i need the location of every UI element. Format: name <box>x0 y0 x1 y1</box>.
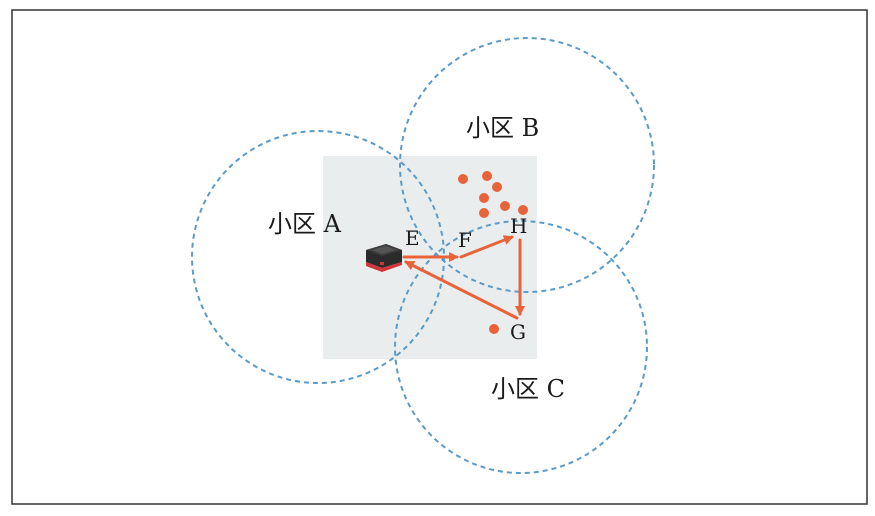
point-h-label: H <box>510 214 527 238</box>
dot <box>458 174 468 184</box>
dot <box>479 208 489 218</box>
cell-c-label: 小区 C <box>491 375 565 403</box>
cell-b-label: 小区 B <box>466 114 539 142</box>
point-f-label: F <box>458 228 472 252</box>
point-e-label: E <box>405 226 420 250</box>
cell-c-circle <box>394 220 648 474</box>
path-arrows <box>402 235 525 320</box>
cell-a-label: 小区 A <box>268 210 342 238</box>
obstacle-dots <box>458 171 528 334</box>
dot <box>479 193 489 203</box>
dot <box>489 324 499 334</box>
arrow-f-to-h <box>459 235 514 259</box>
dot <box>518 205 528 215</box>
arrow-g-to-e <box>404 260 519 320</box>
point-g-label: G <box>510 320 526 344</box>
dot <box>500 201 510 211</box>
cell-b-circle <box>399 37 655 293</box>
dot <box>492 182 502 192</box>
robot-icon <box>366 244 402 272</box>
dot <box>482 171 492 181</box>
